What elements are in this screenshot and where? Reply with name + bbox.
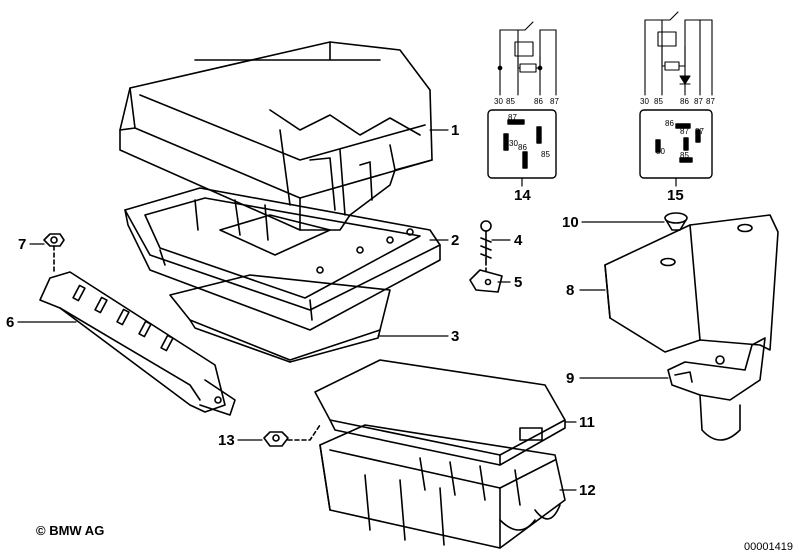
callout-3: 3	[451, 328, 459, 345]
relay-a-pin-labels: 30 85 86 87 87 30 86 85	[494, 97, 559, 159]
relay-schematic-b	[644, 11, 713, 96]
nut-7	[43, 233, 65, 273]
relay-a-face-85: 85	[541, 150, 550, 159]
clip-part-5	[469, 269, 503, 293]
relay-b-pin-87a: 87	[694, 97, 703, 106]
relay-a-pin-30: 30	[494, 97, 503, 106]
relay-a-face-87: 87	[508, 113, 517, 122]
screw-part-4	[480, 220, 492, 273]
relay-a-pin-86: 86	[534, 97, 543, 106]
callout-11: 11	[579, 414, 595, 431]
plug-part-10	[664, 212, 688, 231]
callout-4: 4	[514, 232, 523, 249]
nut-13	[263, 424, 321, 447]
relay-b-pin-labels: 30 85 86 87 87 86 87 87 30 85	[640, 97, 715, 160]
callout-14: 14	[514, 187, 531, 204]
callout-8: 8	[566, 282, 574, 299]
relay-b-pin-30: 30	[640, 97, 649, 106]
callout-numbers: 1 2 3 4 5 6 7 8 9 10 11 12 13 14 15	[6, 122, 684, 499]
diagram-number: 00001419	[744, 541, 793, 553]
tray-part	[124, 187, 441, 331]
relay-cover-part-8	[604, 214, 779, 353]
box-base-part-12	[319, 424, 566, 549]
callout-10: 10	[562, 214, 579, 231]
relay-a-pin-85: 85	[506, 97, 515, 106]
relay-b-face-30: 30	[656, 147, 665, 156]
callout-leaders	[17, 129, 677, 491]
callout-5: 5	[514, 274, 522, 291]
relay-b-face-87a: 87	[680, 127, 689, 136]
callout-6: 6	[6, 314, 14, 331]
callout-7: 7	[18, 236, 26, 253]
relay-b-pin-86: 86	[680, 97, 689, 106]
relay-a-face-30: 30	[509, 139, 518, 148]
relay-b-pin-85: 85	[654, 97, 663, 106]
callout-2: 2	[451, 232, 459, 249]
callout-1: 1	[451, 122, 459, 139]
relay-b-face-87b: 87	[695, 127, 704, 136]
box-lid-part-11	[314, 359, 566, 466]
relay-b-pin-87b: 87	[706, 97, 715, 106]
lower-pan-part	[169, 274, 391, 363]
copyright-text: © BMW AG	[36, 523, 105, 538]
relay-b-face-86: 86	[665, 119, 674, 128]
relay-a-face-86: 86	[518, 143, 527, 152]
callout-13: 13	[218, 432, 235, 449]
callout-12: 12	[579, 482, 596, 499]
relay-a-pin-87: 87	[550, 97, 559, 106]
relay-b-face-85: 85	[680, 151, 689, 160]
relay-face-15	[639, 109, 713, 179]
bracket-strip-part	[39, 271, 236, 416]
relay-schematic-a	[497, 21, 557, 96]
callout-9: 9	[566, 370, 574, 387]
callout-15: 15	[667, 187, 684, 204]
upper-cover-part	[119, 41, 433, 231]
mounting-bracket-part-9	[667, 337, 766, 441]
